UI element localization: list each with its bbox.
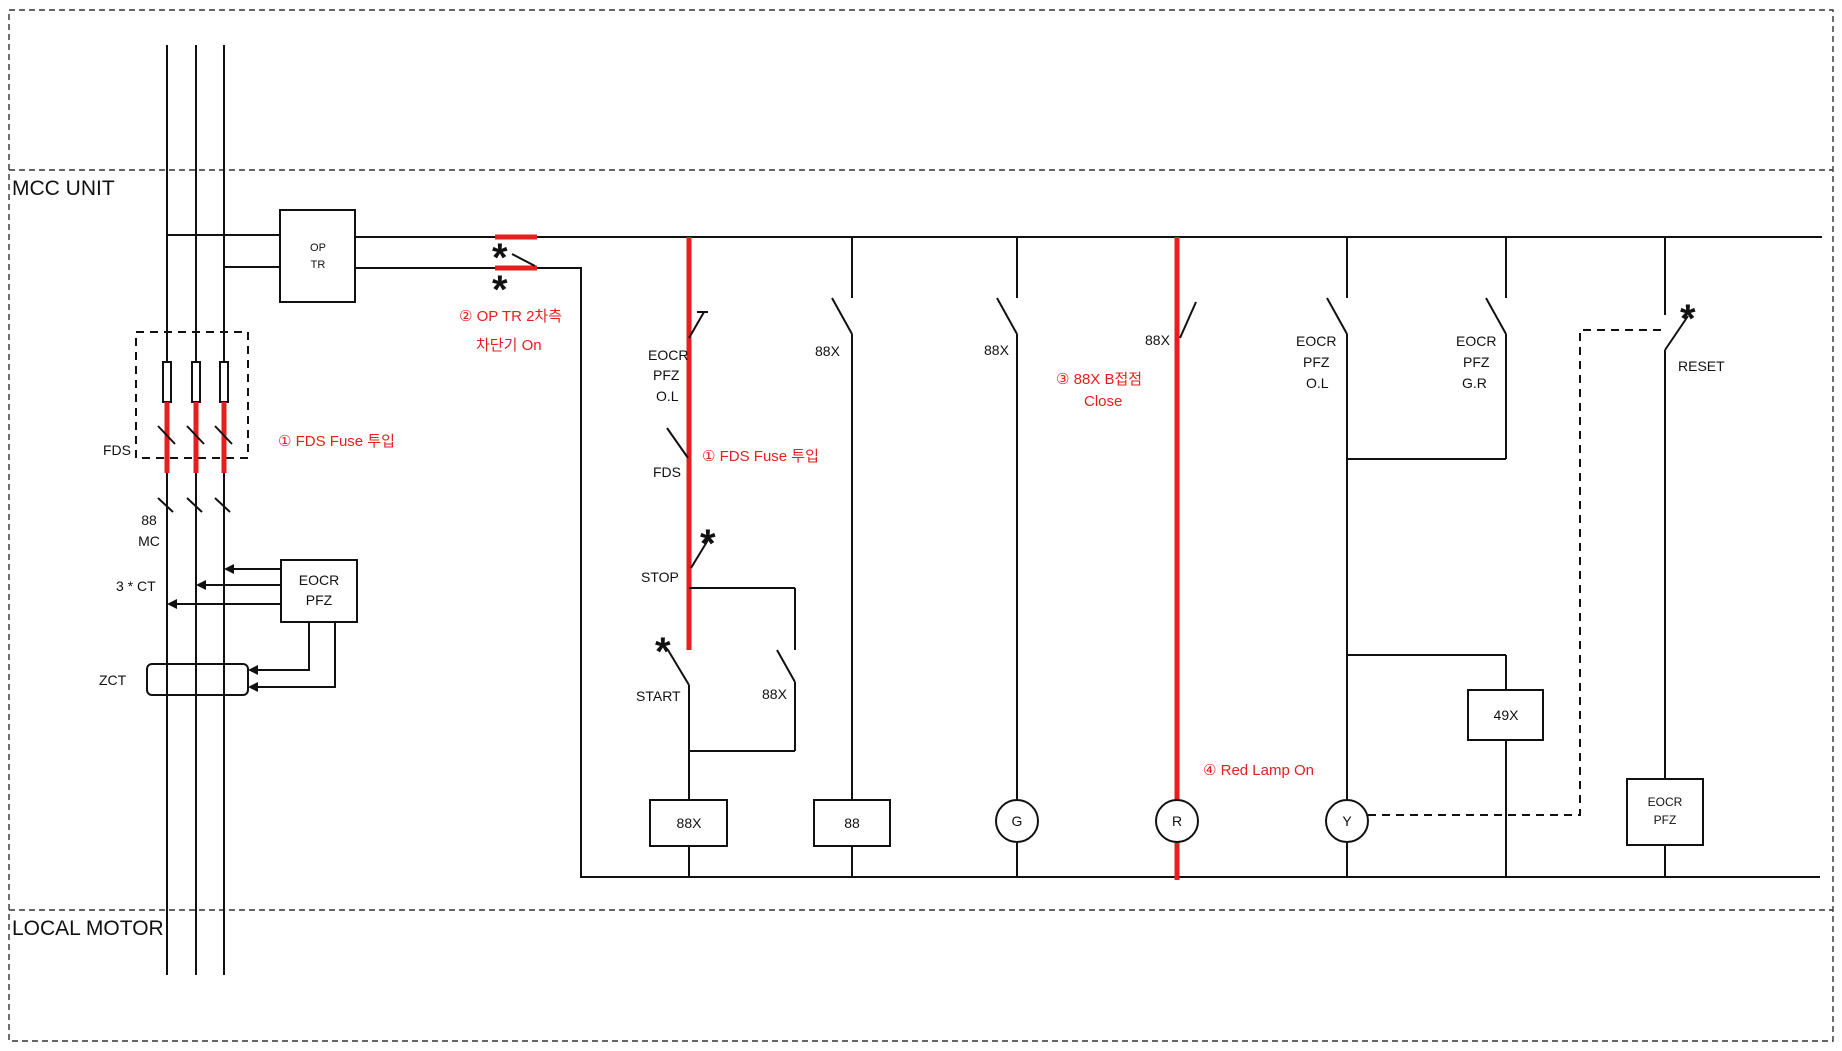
control-circuit: * * ② OP TR 2차측 차단기 On EOCR PFZ O.L FDS … xyxy=(355,234,1822,880)
eocr-label-1: EOCR xyxy=(299,572,339,588)
three-phase-bus xyxy=(166,45,280,975)
coil-88-label: 88 xyxy=(844,815,860,831)
zct-label: ZCT xyxy=(99,672,127,688)
op-transformer xyxy=(279,209,356,303)
b4-contact-label: 88X xyxy=(1145,332,1171,348)
b1-eocr-label-3: O.L xyxy=(656,388,679,404)
fds-enclosure xyxy=(135,331,249,459)
ct-arrows xyxy=(167,564,281,609)
relay-49x xyxy=(1467,689,1544,741)
eocr-unit-label-1: EOCR xyxy=(1648,795,1683,809)
b6-contact-label-2: PFZ xyxy=(1463,354,1490,370)
breaker-star-2: * xyxy=(492,268,508,312)
fds-fuses xyxy=(157,361,233,473)
step2-note-line1: ② OP TR 2차측 xyxy=(459,308,562,325)
start-star: * xyxy=(655,630,671,674)
stop-label: STOP xyxy=(641,569,679,585)
zct-leads xyxy=(248,622,336,692)
step4-note: ④ Red Lamp On xyxy=(1203,762,1314,779)
mc-label-2: MC xyxy=(138,533,160,549)
b5-contact-label-3: O.L xyxy=(1306,375,1329,391)
branch-yellow-lamp xyxy=(1326,237,1506,877)
self-hold-label: 88X xyxy=(762,686,788,702)
stop-star: * xyxy=(700,522,716,566)
b6-contact-label-3: G.R xyxy=(1462,375,1487,391)
reset-mechanical-link xyxy=(1368,329,1662,816)
eocr-unit-label-2: PFZ xyxy=(1654,813,1677,827)
b6-contact-label-1: EOCR xyxy=(1456,333,1496,349)
step3-note-line1: ③ 88X B접점 xyxy=(1056,371,1142,388)
reset-star: * xyxy=(1680,297,1696,341)
op-tr-label-1: OP xyxy=(310,242,326,254)
branch-green-lamp xyxy=(996,237,1018,877)
yellow-lamp xyxy=(1325,799,1369,843)
step1-control-note: ① FDS Fuse 투입 xyxy=(702,448,819,465)
relay-49x-label: 49X xyxy=(1494,707,1520,723)
breaker-blade xyxy=(511,253,536,267)
breaker-star-1: * xyxy=(492,236,508,280)
control-bus-return xyxy=(355,267,1820,878)
b5-contact-label-2: PFZ xyxy=(1303,354,1330,370)
b1-eocr-label-2: PFZ xyxy=(653,367,680,383)
green-lamp xyxy=(995,799,1039,843)
step3-note-line2: Close xyxy=(1084,393,1122,410)
op-tr-label-2: TR xyxy=(311,259,326,271)
branch-88-coil xyxy=(831,237,853,877)
zct-core xyxy=(146,663,249,696)
red-lamp-label: R xyxy=(1172,813,1182,829)
branch-reset xyxy=(1664,237,1689,877)
mc-label-1: 88 xyxy=(141,512,157,528)
eocr-pfz-unit xyxy=(1626,778,1704,846)
b3-contact-label: 88X xyxy=(984,342,1010,358)
fds-label: FDS xyxy=(103,442,131,458)
b1-fds-label: FDS xyxy=(653,464,681,480)
yellow-lamp-label: Y xyxy=(1342,813,1352,829)
step1-power-note: ① FDS Fuse 투입 xyxy=(278,433,395,450)
branch-start-circuit xyxy=(666,237,796,877)
coil-88x-label: 88X xyxy=(677,815,703,831)
green-lamp-label: G xyxy=(1012,813,1023,829)
main-contactor-88mc xyxy=(157,497,231,513)
power-circuit: OP TR FDS ① FDS Fuse 투입 88 MC EOCR PFZ xyxy=(99,45,395,975)
branch-red-lamp xyxy=(1174,237,1197,880)
ct-label: 3 * CT xyxy=(116,578,156,594)
reset-label: RESET xyxy=(1678,358,1725,374)
b1-eocr-label-1: EOCR xyxy=(648,347,688,363)
b5-contact-label-1: EOCR xyxy=(1296,333,1336,349)
start-label: START xyxy=(636,688,681,704)
coil-88x xyxy=(649,799,728,847)
step2-note-line2: 차단기 On xyxy=(476,337,542,354)
coil-88 xyxy=(813,799,891,847)
branch-ground-relay xyxy=(1485,237,1507,877)
eocr-label-2: PFZ xyxy=(306,592,333,608)
zone-label-mcc-unit: MCC UNIT xyxy=(12,177,115,200)
b2-contact-label: 88X xyxy=(815,343,841,359)
red-lamp xyxy=(1155,799,1199,843)
eocr-pfz-relay xyxy=(280,559,358,623)
diagram-border xyxy=(8,9,1834,1042)
zone-label-local-motor: LOCAL MOTOR xyxy=(12,917,164,940)
